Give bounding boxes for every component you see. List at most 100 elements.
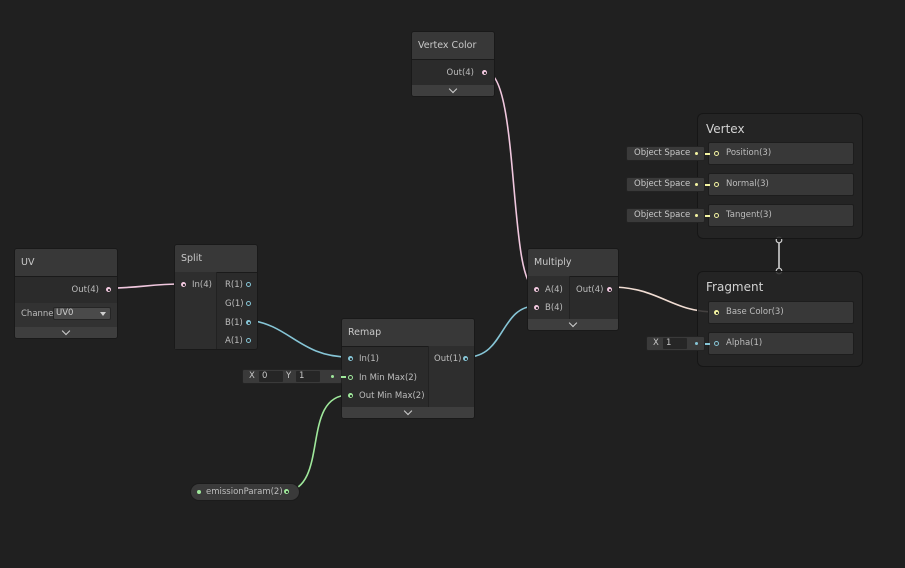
split-out-b-label: B(1) — [225, 318, 243, 328]
remap-out-min-max-port[interactable] — [348, 393, 353, 398]
field-connector-dot — [695, 342, 698, 345]
split-node[interactable]: Split In(4) R(1) G(1) B(1) A(1) — [174, 244, 258, 350]
uv-node-title: UV — [15, 249, 117, 277]
remap-in-min-max-label: In Min Max(2) — [359, 373, 417, 383]
vertex-color-node[interactable]: Vertex Color Out(4) — [411, 31, 495, 97]
vertex-position-block[interactable]: Position(3) — [708, 142, 854, 165]
split-out-r-label: R(1) — [225, 280, 243, 290]
uv-out-label: Out(4) — [71, 285, 99, 295]
chevron-down-icon — [448, 84, 458, 94]
multiply-node[interactable]: Multiply A(4) B(4) Out(4) — [527, 248, 619, 331]
remap-in-min-max-port[interactable] — [348, 375, 353, 380]
dropdown-arrow-icon — [100, 312, 106, 316]
normal-space-field[interactable]: Object Space — [626, 177, 705, 192]
normal-space-value: Object Space — [634, 179, 691, 189]
remap-x-axis-label: X — [249, 371, 255, 381]
chevron-down-icon — [403, 406, 413, 416]
field-connector-dot — [695, 152, 698, 155]
field-connector-dot — [695, 214, 698, 217]
fragment-base-color-block[interactable]: Base Color(3) — [708, 301, 854, 324]
normal-label: Normal(3) — [726, 179, 769, 189]
uv-collapse-button[interactable] — [15, 326, 117, 338]
emission-param-out-port[interactable] — [284, 489, 289, 494]
edge-uv-to-split[interactable] — [109, 283, 183, 289]
edge-remap-to-multiply[interactable] — [466, 305, 537, 358]
fragment-context[interactable]: Fragment Base Color(3) Alpha(1) — [697, 271, 863, 367]
vertex-context[interactable]: Vertex Position(3) Normal(3) Tangent(3) — [697, 113, 863, 239]
base-color-port[interactable] — [714, 310, 719, 315]
multiply-input-column — [528, 276, 570, 319]
remap-in-port[interactable] — [348, 356, 353, 361]
split-out-a-label: A(1) — [225, 336, 243, 346]
remap-x-input[interactable]: 0 — [259, 371, 283, 382]
vertex-color-out-label: Out(4) — [446, 68, 474, 78]
split-out-r-port[interactable] — [246, 282, 251, 287]
alpha-label: Alpha(1) — [726, 338, 763, 348]
alpha-value-field[interactable]: X 1 — [646, 336, 705, 351]
multiply-out-port[interactable] — [607, 287, 612, 292]
multiply-b-label: B(4) — [545, 303, 563, 313]
split-node-title: Split — [175, 245, 257, 273]
tangent-port[interactable] — [714, 213, 719, 218]
remap-y-axis-label: Y — [286, 371, 292, 381]
remap-out-label: Out(1) — [434, 354, 462, 364]
position-port[interactable] — [714, 151, 719, 156]
vertex-color-out-port[interactable] — [482, 70, 487, 75]
vertex-normal-block[interactable]: Normal(3) — [708, 173, 854, 196]
field-connector-line — [705, 153, 710, 155]
field-connector-line — [705, 215, 710, 217]
vertex-tangent-block[interactable]: Tangent(3) — [708, 204, 854, 227]
split-in-label: In(4) — [192, 280, 212, 290]
normal-port[interactable] — [714, 182, 719, 187]
field-connector-dot — [331, 375, 334, 378]
emission-param-label: emissionParam(2) — [206, 487, 283, 497]
remap-in-min-max-field[interactable]: X 0 Y 1 — [242, 369, 342, 384]
vertex-color-collapse-button[interactable] — [412, 84, 494, 96]
split-out-g-port[interactable] — [246, 301, 251, 306]
base-color-label: Base Color(3) — [726, 307, 784, 317]
uv-out-port[interactable] — [106, 287, 111, 292]
multiply-collapse-button[interactable] — [528, 318, 618, 330]
split-in-port[interactable] — [181, 282, 186, 287]
multiply-a-port[interactable] — [534, 287, 539, 292]
split-out-g-label: G(1) — [225, 299, 244, 309]
multiply-b-port[interactable] — [534, 305, 539, 310]
uv-channel-dropdown[interactable]: UV0 — [53, 307, 111, 320]
split-out-a-port[interactable] — [246, 338, 251, 343]
field-connector-dot — [695, 183, 698, 186]
multiply-node-title: Multiply — [528, 249, 618, 277]
multiply-out-label: Out(4) — [576, 285, 604, 295]
fragment-context-title: Fragment — [706, 280, 764, 294]
chevron-down-icon — [61, 326, 71, 336]
edge-property-to-remap[interactable] — [285, 394, 350, 493]
fragment-alpha-block[interactable]: Alpha(1) — [708, 332, 854, 355]
remap-y-input[interactable]: 1 — [296, 371, 320, 382]
position-space-value: Object Space — [634, 148, 691, 158]
alpha-port[interactable] — [714, 341, 719, 346]
field-connector-line — [705, 343, 710, 345]
tangent-space-value: Object Space — [634, 210, 691, 220]
uv-channel-value: UV0 — [56, 308, 74, 318]
tangent-space-field[interactable]: Object Space — [626, 208, 705, 223]
emission-param-property-node[interactable]: emissionParam(2) — [190, 483, 300, 501]
position-space-field[interactable]: Object Space — [626, 146, 705, 161]
field-connector-line — [341, 376, 346, 378]
remap-node[interactable]: Remap In(1) In Min Max(2) Out Min Max(2)… — [341, 318, 475, 419]
remap-collapse-button[interactable] — [342, 406, 474, 418]
vertex-color-node-title: Vertex Color — [412, 32, 494, 60]
uv-channel-label: Channe — [21, 309, 54, 319]
tangent-label: Tangent(3) — [726, 210, 772, 220]
edge-split-b-to-remap[interactable] — [248, 319, 350, 358]
position-label: Position(3) — [726, 148, 772, 158]
uv-node[interactable]: UV Out(4) Channe UV0 — [14, 248, 118, 339]
split-out-b-port[interactable] — [246, 320, 251, 325]
remap-out-port[interactable] — [463, 356, 468, 361]
alpha-x-input[interactable]: 1 — [663, 338, 687, 349]
property-pill-dot — [197, 490, 201, 494]
vertex-context-title: Vertex — [706, 122, 745, 136]
field-connector-line — [705, 184, 710, 186]
remap-in-label: In(1) — [359, 354, 379, 364]
chevron-down-icon — [568, 318, 578, 328]
remap-node-title: Remap — [342, 319, 474, 347]
multiply-a-label: A(4) — [545, 285, 563, 295]
